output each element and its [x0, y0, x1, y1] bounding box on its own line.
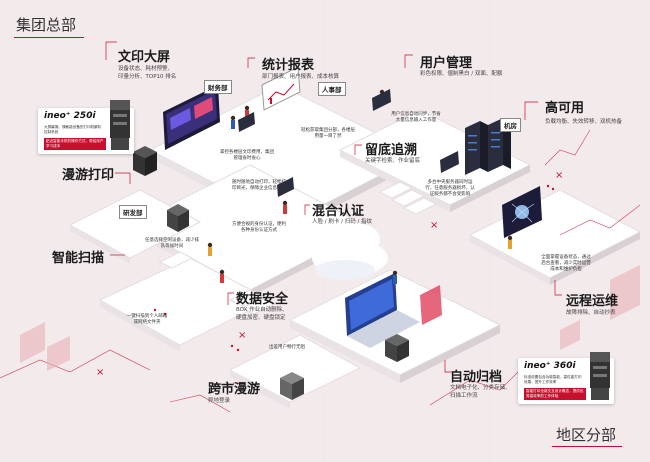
feature-data-security-desc-1: BOX 作业自动删除、 [236, 307, 288, 313]
svg-text:×: × [96, 367, 104, 378]
feature-cross-city-desc: 异地登录 [208, 398, 231, 404]
product-360i-highlight: 智能打印全新交互设计概念，提供优秀高效率的工作体验 [524, 388, 586, 400]
tag-finance: 财务部 [204, 80, 232, 94]
feature-auto-archive-desc-2: 扫描工作流 [450, 393, 478, 399]
feature-big-screen-desc-2: 印量分析、TOP10 排名 [118, 74, 177, 80]
svg-text:×: × [430, 220, 438, 231]
feature-user-mgmt-desc: 彩色权限、僵制黑白 / 双面、配额 [420, 71, 503, 77]
archive-laptop [345, 273, 442, 348]
tag-rnd: 研发部 [119, 205, 147, 219]
printer-icon [590, 352, 610, 400]
decorative-lines [0, 129, 641, 413]
big-screen-display [163, 85, 220, 150]
note-scan: 一键扫描到个人邮箱或网络文件夹 [126, 314, 168, 325]
product-card-360i: ineo⁺ 360i 标准设置包含功能智能、高性能打印效果，提升工作效率 智能打… [518, 352, 614, 404]
product-250i-name: ineo⁺ 250i [44, 111, 96, 121]
stats-screen [261, 66, 301, 111]
note-big-screen: 掌控各楼层文印费用，集团管理省时省心 [220, 150, 274, 161]
decorative-blocks [20, 265, 640, 371]
cloud [312, 224, 388, 280]
note-user: 用户信息自动同步，节省大量信息输入工作量 [391, 112, 441, 123]
feature-ha-desc: 负载均衡、失效转移、双机热备 [545, 119, 623, 125]
pointer-lines [105, 41, 562, 384]
feature-hybrid-auth-desc: 人脸 / 刷卡 / 扫码 / 指纹 [312, 219, 373, 225]
feature-auto-archive-title: 自动归档 [450, 370, 503, 385]
remote-ops-monitor [502, 186, 542, 238]
svg-text:×: × [238, 330, 246, 341]
branch-label: 地区分部 [556, 426, 617, 444]
svg-text:×: × [555, 170, 563, 181]
stair-steps [158, 181, 438, 315]
feature-big-screen-desc-1: 设备状态、耗材预警、 [118, 66, 174, 72]
feature-stats-desc: 部门报表、用户报表、成本核算 [262, 74, 340, 80]
hq-label: 集团总部 [16, 16, 77, 34]
feature-auto-archive-desc-1: 文档电子化、分类存储、 [450, 385, 511, 391]
note-auth: 方便合规的身份认证，便利各种身份认证方式 [232, 222, 286, 233]
feature-roaming-print-title: 漫游打印 [62, 168, 115, 183]
printer-devices [133, 146, 409, 400]
feature-stats-title: 统计报表 [262, 58, 315, 73]
feature-user-mgmt-title: 用户管理 [420, 56, 473, 71]
feature-audit-desc: 关键字检索、作业留底 [365, 158, 421, 164]
hq-underline [14, 37, 84, 38]
tag-hr: 人事部 [318, 82, 346, 96]
printer-icon [110, 100, 130, 150]
note-stats: 轻松获取集团分部，各楼层用量一目了然 [301, 128, 355, 139]
note-print: 随时随地自动打印，轻松打印目光，保障企业信息安全 [232, 180, 286, 191]
feature-data-security-desc-2: 硬盘加密、硬盘锁定 [236, 315, 286, 321]
feature-data-security-title: 数据安全 [236, 292, 289, 307]
people-figures [207, 89, 513, 284]
branch-underline [552, 446, 622, 447]
feature-remote-ops-title: 远程运维 [566, 294, 619, 309]
note-remote: 全面掌握设备状态，通过后台查看，减少实时运营成本和维护负担 [541, 255, 591, 272]
tag-machine-room: 机房 [500, 118, 521, 132]
product-250i-desc: 大屏幕操、操敏能设备的打印机解析控制系统 [44, 125, 102, 134]
feature-big-screen-title: 文印大屏 [118, 50, 171, 65]
note-ha: 多台中央服务器同时运行，任意服务器损坏，认证服务都不会受影响 [425, 180, 475, 197]
product-250i-highlight: 贴近智能手机的操作方式，带给用户学习成本 [44, 138, 106, 150]
feature-smart-scan-title: 智能扫描 [52, 251, 105, 266]
product-360i-name: ineo⁺ 360i [524, 361, 576, 371]
feature-remote-ops-desc: 故障排除、自动抄表 [566, 310, 616, 316]
feature-ha-title: 高可用 [545, 101, 585, 116]
feature-audit-title: 留底追溯 [365, 143, 418, 158]
product-card-250i: ineo⁺ 250i 大屏幕操、操敏能设备的打印机解析控制系统 贴近智能手机的操… [38, 100, 134, 154]
decorative-dots [153, 184, 555, 352]
note-roaming: 任意选择空闲设备，减少排队等候时间 [145, 238, 199, 249]
feature-hybrid-auth-title: 混合认证 [312, 204, 365, 219]
desk-monitors [238, 89, 459, 197]
product-360i-desc: 标准设置包含功能智能、高性能打印效果，提升工作效率 [524, 375, 582, 384]
note-cross: 出差用户畅行无阻 [269, 345, 305, 350]
feature-cross-city-title: 跨市漫游 [208, 382, 261, 397]
